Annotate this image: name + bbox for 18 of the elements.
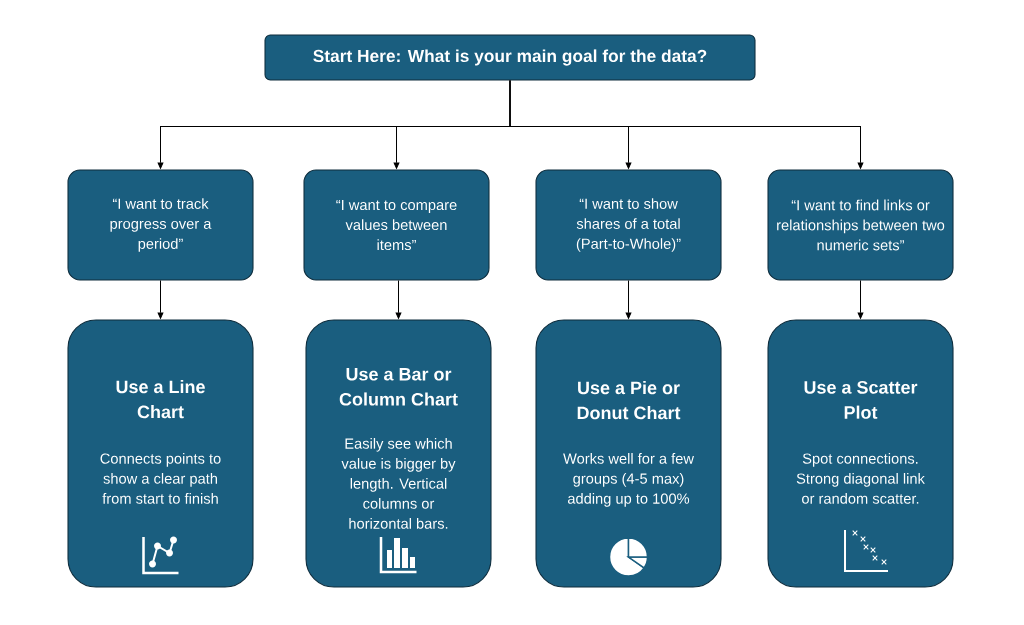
card-description: Connects points to show a clear path from start to finish	[100, 453, 221, 504]
question-box: “I want to find links or relationships between two numeric sets”	[767, 169, 954, 281]
card-description: Easily see which value is bigger by length. Vertical columns or horizontal bars.	[341, 438, 456, 529]
arrow	[509, 80, 864, 169]
card-title: Use a Scatter Plot	[804, 381, 918, 419]
arrow	[395, 280, 402, 319]
question-box: “I want to compare values between items”	[303, 169, 490, 281]
start-box: Start Here: What is your main goal for the data?	[264, 34, 756, 81]
arrow	[857, 280, 864, 319]
card-description: Works well for a few groups (4-5 max) adding up to 100%	[563, 453, 694, 507]
arrow	[157, 280, 164, 319]
arrow	[625, 280, 632, 319]
question-box: “I want to track progress over a period”	[67, 169, 254, 281]
card-title: Use a Bar or Column Chart	[339, 368, 458, 406]
card-title: Use a Line Chart	[116, 380, 205, 419]
question-box: “I want to show shares of a total (Part-to-Whole)”	[535, 169, 722, 281]
card-description: Spot connections. Strong diagonal link or random scatter.	[796, 453, 925, 504]
card-title: Use a Pie or Donut Chart	[577, 381, 681, 420]
